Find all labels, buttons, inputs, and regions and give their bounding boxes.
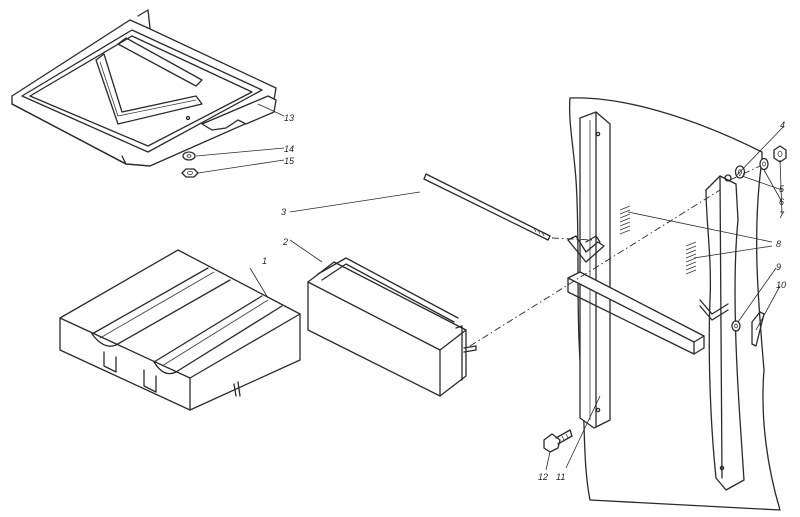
support-bar bbox=[567, 271, 705, 355]
callout-2: 2 bbox=[282, 237, 288, 247]
callout-10: 10 bbox=[776, 280, 786, 290]
callout-4: 4 bbox=[780, 120, 785, 130]
callout-5: 5 bbox=[779, 184, 785, 194]
callout-1: 1 bbox=[262, 256, 267, 266]
callout-14: 14 bbox=[284, 144, 294, 154]
nut-part-5 bbox=[773, 145, 787, 163]
callout-11: 11 bbox=[556, 472, 565, 482]
washer-part-14 bbox=[182, 151, 196, 161]
spring-part-8 bbox=[619, 205, 697, 275]
callout-3: 3 bbox=[281, 207, 286, 217]
callout-13: 13 bbox=[284, 113, 294, 123]
pin-part-10 bbox=[751, 311, 765, 347]
callout-6: 6 bbox=[779, 197, 784, 207]
bolt-part-12 bbox=[543, 429, 573, 453]
washer-part-9 bbox=[731, 320, 741, 332]
block-part-2 bbox=[307, 257, 477, 397]
washer-part-6 bbox=[759, 157, 769, 171]
rod-part-3 bbox=[423, 173, 551, 241]
nut-part-15 bbox=[181, 168, 199, 178]
hook-bracket bbox=[567, 235, 605, 263]
leader-lines bbox=[195, 103, 785, 471]
callout-7: 7 bbox=[779, 210, 785, 220]
tray-part-13 bbox=[11, 9, 277, 167]
callout-9: 9 bbox=[776, 262, 781, 272]
callout-12: 12 bbox=[538, 472, 548, 482]
grooved-block-part-1 bbox=[59, 249, 301, 411]
callout-15: 15 bbox=[284, 156, 295, 166]
rail-part-11 bbox=[579, 111, 611, 429]
callout-8: 8 bbox=[776, 239, 781, 249]
assembly-lines bbox=[469, 165, 761, 347]
